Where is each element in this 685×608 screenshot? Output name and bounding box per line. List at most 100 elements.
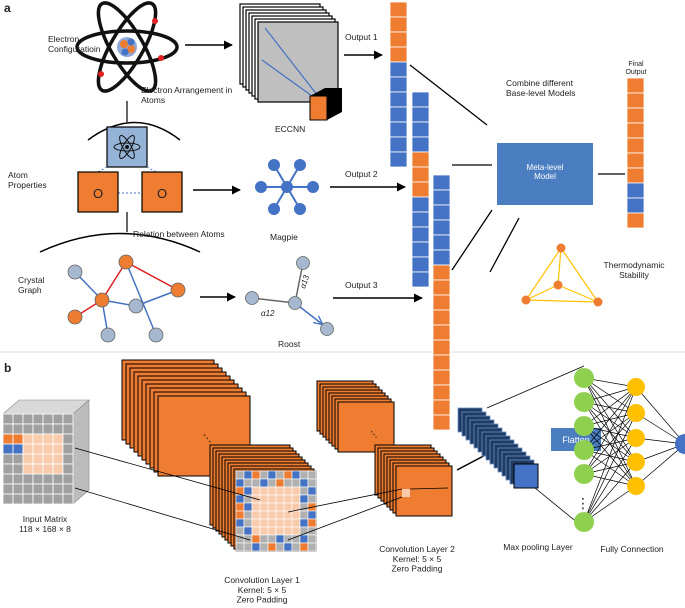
cube-cell [32, 413, 44, 425]
cube-cell [32, 493, 44, 505]
conv1-grid-cell [267, 470, 277, 480]
magpie-label: Magpie [270, 232, 298, 242]
conv1-grid-cell [299, 502, 309, 512]
cube-cell [12, 493, 24, 505]
fc-edge [583, 412, 637, 523]
conv1-grid-cell [251, 470, 261, 480]
panel-label-a: a [4, 1, 11, 15]
cube-cell [2, 463, 14, 475]
cube-cell [52, 483, 64, 495]
conv1-grid-cell [283, 518, 293, 528]
vec2-cell [411, 106, 430, 123]
cube-cell [22, 483, 34, 495]
output-vector-3 [432, 174, 451, 431]
cube-cell [62, 433, 74, 445]
output1-label: Output 1 [345, 32, 378, 42]
vec2-cell [411, 241, 430, 258]
conv1-grid-cell [251, 486, 261, 496]
fc-ellipsis: ⋮ [576, 495, 590, 511]
conv1-grid-cell [235, 518, 245, 528]
cube-cell [42, 473, 54, 485]
vec3-cell [432, 309, 451, 326]
vec1-cell [389, 31, 408, 48]
cube-cell [12, 453, 24, 465]
cube-cell [32, 463, 44, 475]
cube-cell [2, 493, 14, 505]
cube-cell [52, 473, 64, 485]
conv1-grid-cell [299, 534, 309, 544]
conv1-grid-cell [275, 518, 285, 528]
cube-cell [2, 453, 14, 465]
cube-cell [22, 473, 34, 485]
vec3-cell [432, 189, 451, 206]
conv1-grid-cell [307, 486, 317, 496]
conv1-grid-cell [283, 542, 293, 552]
fc-edge [583, 437, 637, 475]
fc-edge [583, 401, 637, 439]
conv1-grid-cell [307, 518, 317, 528]
line-meta-tetra [489, 217, 520, 273]
cube-cell [22, 453, 34, 465]
conv1-grid-cell [307, 494, 317, 504]
fc-hidden-node [627, 378, 645, 396]
cube-cell [32, 453, 44, 465]
vec1-cell [389, 151, 408, 168]
cube-cell [52, 443, 64, 455]
cube-cell [62, 413, 74, 425]
vec3-cell [432, 339, 451, 356]
bracket-top [87, 121, 181, 141]
alpha12-label: α12 [261, 309, 275, 318]
conv1-grid-cell [243, 470, 253, 480]
conv1-grid-cell [299, 494, 309, 504]
conv1-grid-cell [243, 478, 253, 488]
panel-label-b: b [4, 361, 11, 375]
cube-cell [22, 423, 34, 435]
cube-cell [2, 483, 14, 495]
crystal-graph [67, 254, 186, 343]
conv1-feature-stack [121, 359, 251, 477]
fc-hidden-node [627, 404, 645, 422]
conv1-grid-cell [283, 478, 293, 488]
conv1-grid-cell [267, 494, 277, 504]
conv1-grid-cell [299, 470, 309, 480]
conv1-grid-cell [259, 486, 269, 496]
cube-cell [12, 443, 24, 455]
conv1-grid-cell [267, 478, 277, 488]
conv1-grid-cell [251, 502, 261, 512]
conv1-grid-cell [275, 534, 285, 544]
line-out1-meta [409, 64, 488, 126]
conv1-grid-cell [307, 510, 317, 520]
conv1-grid-cell [243, 526, 253, 536]
conv1-grid-cell [251, 510, 261, 520]
vecF-cell [626, 137, 645, 154]
conv1-grid-cell [275, 526, 285, 536]
vecF-cell [626, 212, 645, 229]
fc-input-node [574, 512, 594, 532]
conv1-grid-cell [235, 502, 245, 512]
vecF-cell [626, 107, 645, 124]
conv1-grid-cell [259, 494, 269, 504]
cube-cell [42, 463, 54, 475]
vec1-cell [389, 46, 408, 63]
conv1-grid-cell [291, 510, 301, 520]
conv1-grid-cell [251, 542, 261, 552]
conv1-grid-cell [259, 502, 269, 512]
conv1-grid-cell [267, 486, 277, 496]
vec3-cell [432, 264, 451, 281]
conv1-grid-cell [235, 478, 245, 488]
conv1-grid-cell [275, 486, 285, 496]
cube-cell [52, 433, 64, 445]
cube-cell [52, 423, 64, 435]
line-out3-meta [451, 209, 493, 271]
conv1-grid-cell [283, 470, 293, 480]
conv1-grid-cell [235, 526, 245, 536]
conv1-grid-cell [235, 542, 245, 552]
vec2-cell [411, 181, 430, 198]
